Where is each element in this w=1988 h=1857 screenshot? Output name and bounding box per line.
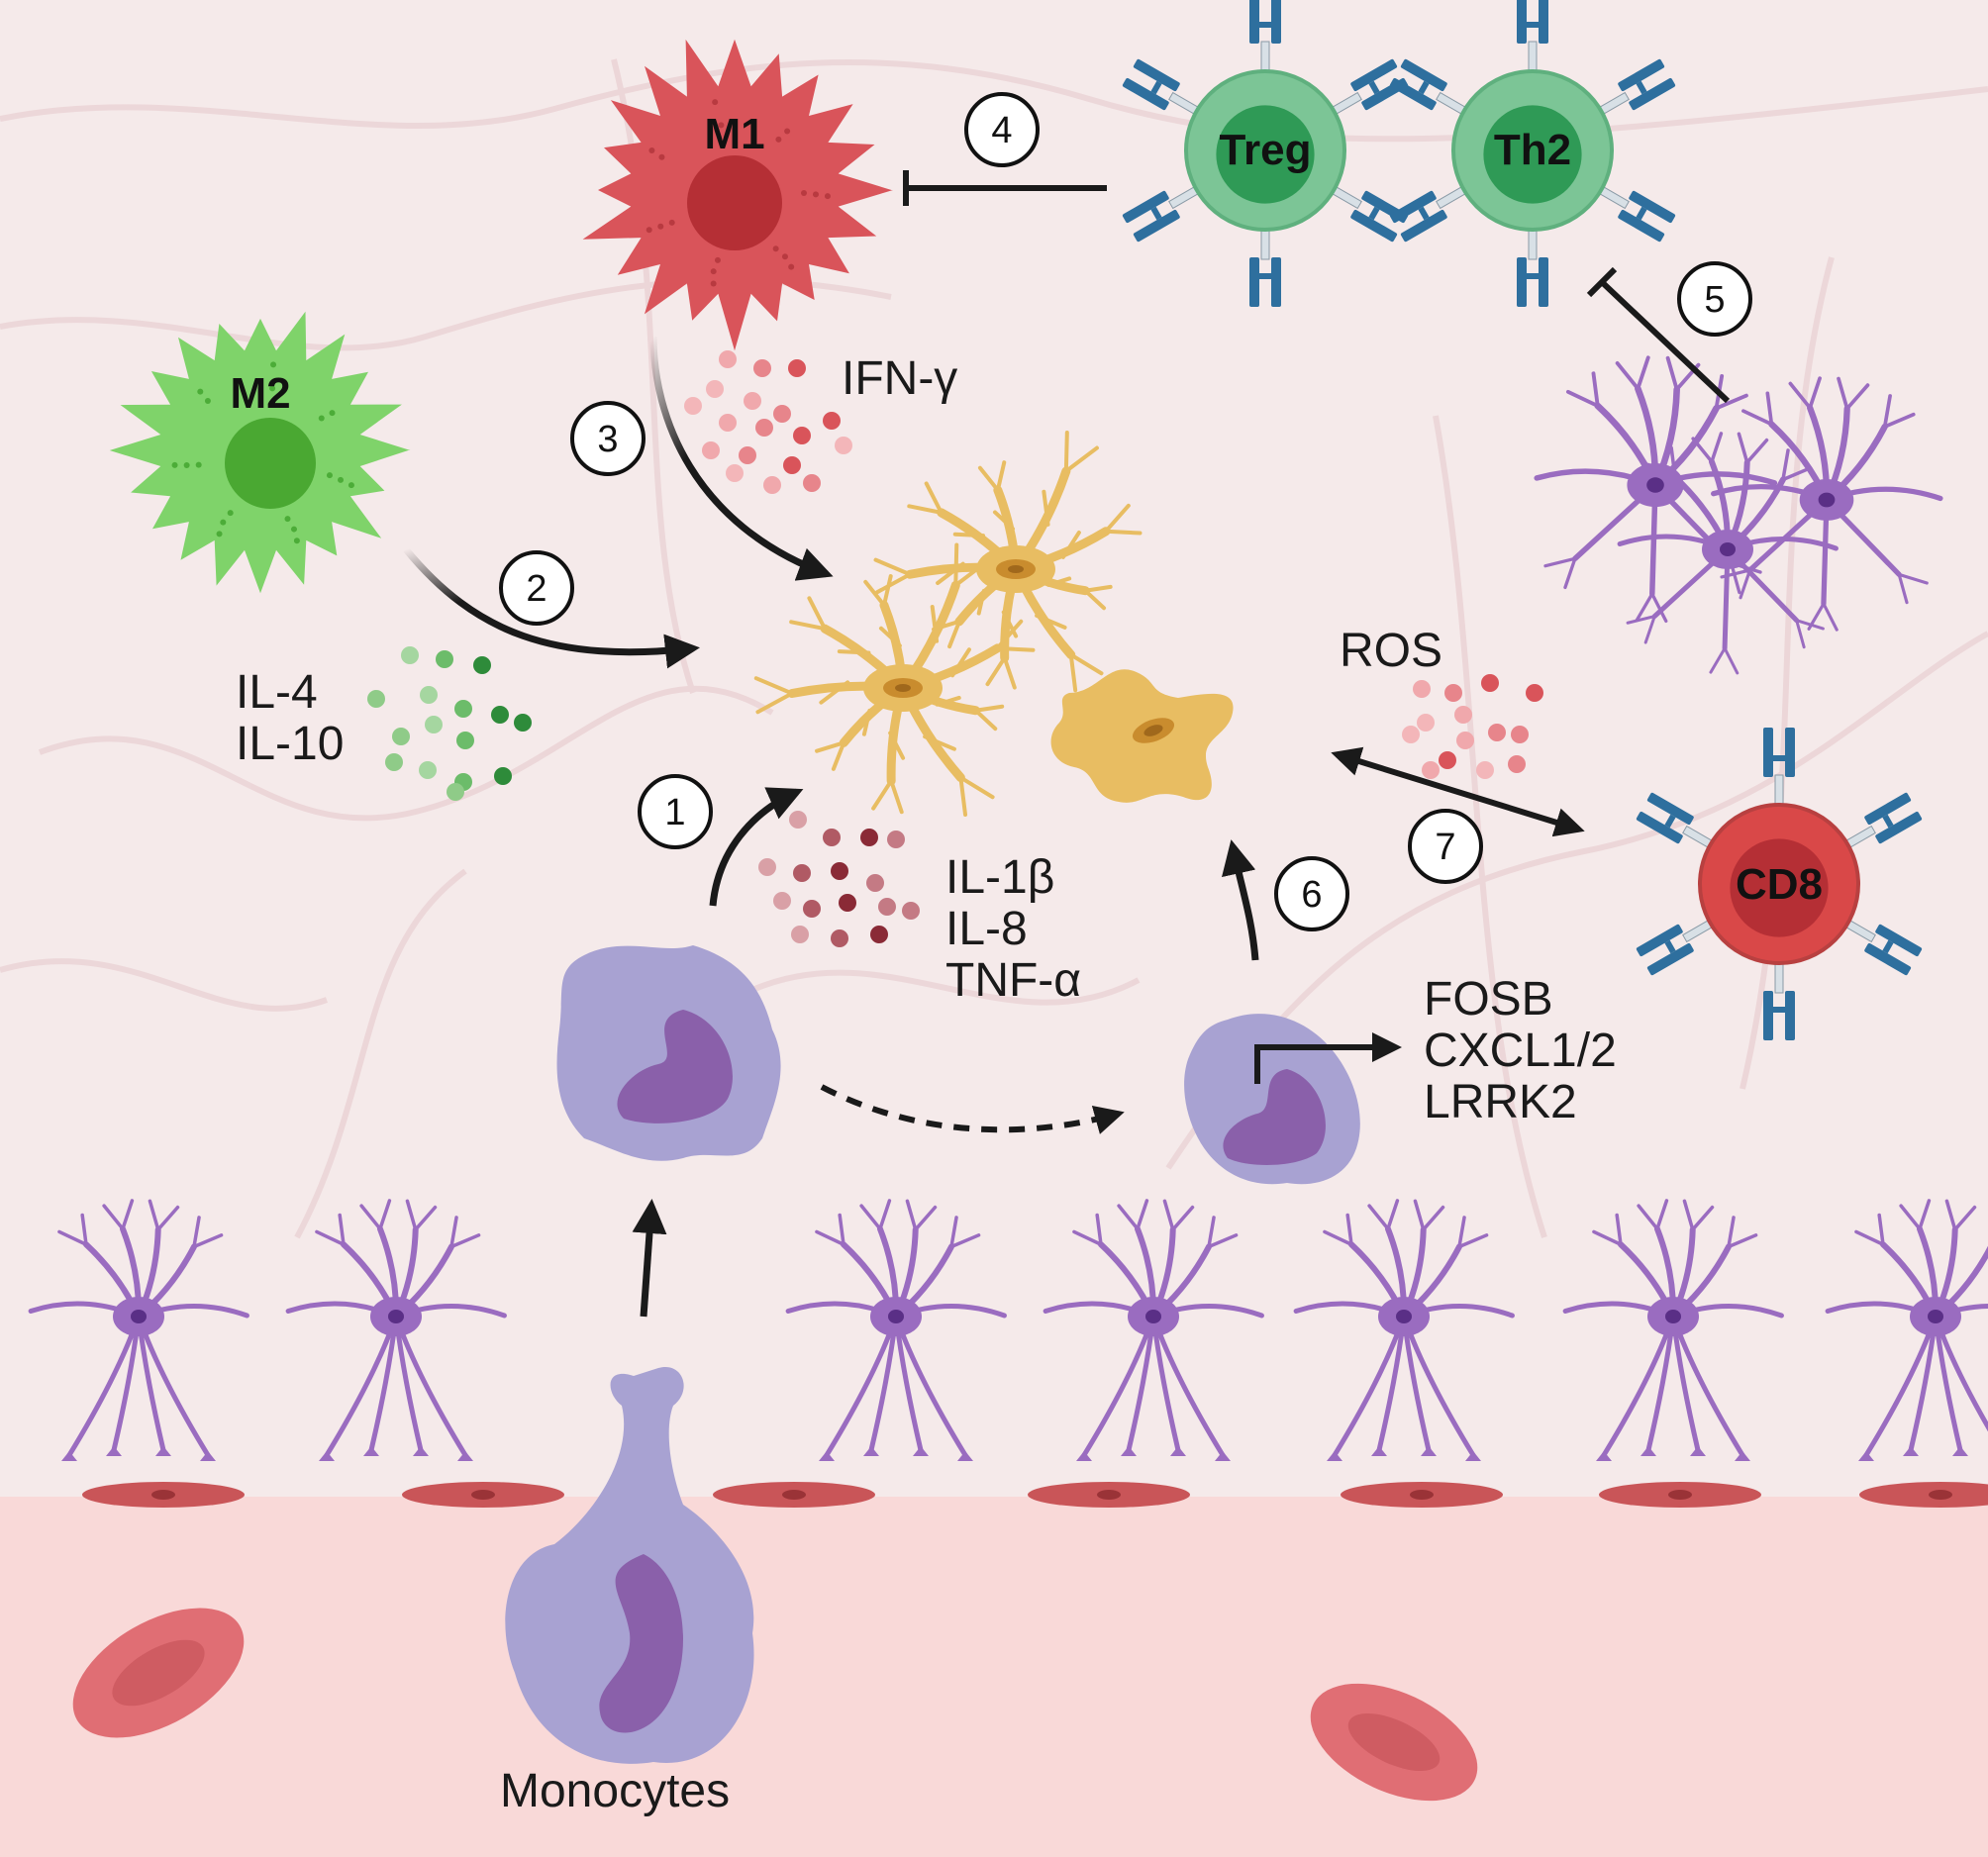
astrocyte-row (28, 1199, 1988, 1461)
astrocyte-cluster (1534, 355, 1943, 675)
treg-label: Treg (1220, 126, 1312, 174)
activated-monocyte (1184, 1014, 1360, 1185)
il10-label: IL-10 (236, 718, 344, 770)
arrow-step-3 (649, 336, 834, 581)
m2-macrophage (109, 311, 411, 594)
il4-il10-particles (367, 646, 532, 801)
step-7-badge: 7 (1408, 809, 1483, 884)
ros-label: ROS (1340, 625, 1442, 677)
arrow-step-7 (1331, 746, 1585, 837)
ifn-gamma-particles (684, 350, 852, 494)
step-2-badge: 2 (499, 550, 574, 626)
m2-label: M2 (230, 369, 290, 418)
brain-tissue-background (0, 0, 1988, 1497)
il1b-label: IL-1β (945, 851, 1054, 904)
inhibit-step-5 (1599, 279, 1731, 404)
endothelial-cell (1599, 1482, 1761, 1508)
th2-label: Th2 (1494, 126, 1571, 174)
transmigrating-monocyte (505, 1366, 754, 1764)
svg-text:7: 7 (1435, 827, 1455, 868)
m1-label: M1 (704, 110, 764, 158)
endothelial-cell (1859, 1482, 1988, 1508)
tnfa-label: TNF-α (945, 954, 1081, 1007)
step-6-badge: 6 (1274, 856, 1349, 931)
arrow-step-6 (1221, 839, 1259, 961)
blood-vessel (0, 1497, 1988, 1857)
monocyte (556, 945, 781, 1161)
step-1-badge: 1 (638, 774, 713, 849)
th2-cell (1389, 0, 1676, 307)
endothelial-cell (1028, 1482, 1190, 1508)
cd8-label: CD8 (1736, 860, 1823, 909)
cd8-cell (1636, 728, 1923, 1040)
arrow-step-1 (709, 787, 804, 907)
arrow-monocyte-entry (632, 1199, 667, 1318)
endothelial-cell (713, 1482, 875, 1508)
endothelial-cell (402, 1482, 564, 1508)
step-5-badge: 5 (1677, 261, 1752, 337)
il4-label: IL-4 (236, 666, 318, 719)
red-blood-cell (1310, 1683, 1478, 1802)
treg-cell (1122, 0, 1409, 307)
gene-expression-arrow (1254, 1032, 1402, 1084)
amoeboid-microglia (1050, 669, 1234, 803)
il8-label: IL-8 (945, 903, 1028, 955)
svg-text:3: 3 (597, 419, 618, 460)
inhibit-step-5-bar (1586, 266, 1618, 298)
monocytes-label: Monocytes (500, 1765, 730, 1817)
fosb-label: FOSB (1424, 973, 1553, 1026)
il1b-il8-tnfa-particles (758, 811, 920, 947)
step-3-badge: 3 (570, 401, 646, 476)
ifn-gamma-label: IFN-γ (842, 352, 957, 405)
m1-macrophage (582, 39, 893, 351)
endothelial-cells (82, 1482, 1988, 1508)
arrow-step-2 (403, 546, 700, 669)
endothelial-cell (82, 1482, 245, 1508)
cxcl-label: CXCL1/2 (1424, 1025, 1617, 1077)
svg-text:6: 6 (1301, 874, 1322, 916)
endothelial-cell (1341, 1482, 1503, 1508)
step-4-badge: 4 (964, 92, 1040, 167)
arrow-dashed-differentiation (820, 1084, 1125, 1134)
svg-text:1: 1 (664, 792, 685, 833)
svg-text:2: 2 (526, 568, 547, 610)
microglia-cluster (753, 431, 1143, 818)
red-blood-cell (72, 1608, 245, 1738)
svg-text:4: 4 (991, 110, 1012, 151)
lrrk2-label: LRRK2 (1424, 1076, 1577, 1128)
svg-text:5: 5 (1704, 279, 1725, 321)
